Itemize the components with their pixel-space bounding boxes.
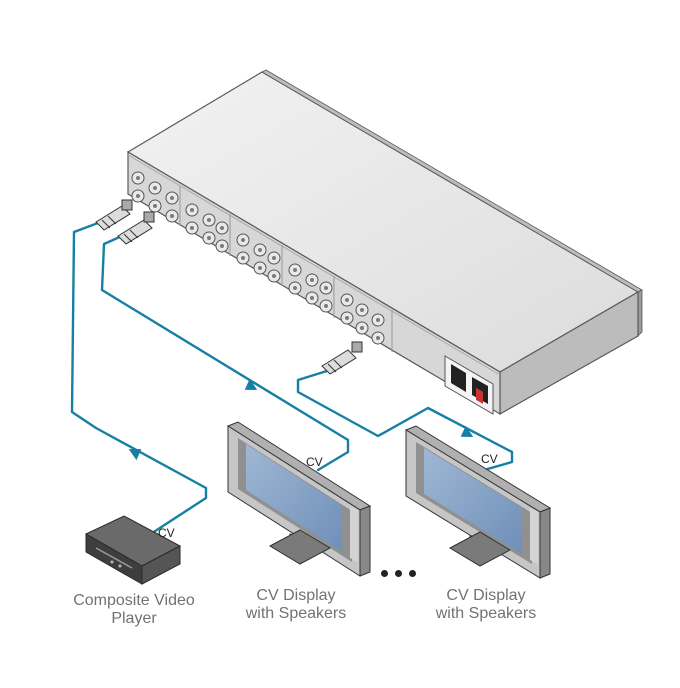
display-1-caption: CV Display with Speakers — [228, 587, 364, 623]
bnc-plug-output-2 — [321, 341, 363, 375]
display-2-caption: CV Display with Speakers — [418, 587, 554, 623]
power-inlet-icon — [444, 355, 494, 415]
cv-label-source: CV — [158, 526, 175, 540]
source-caption: Composite Video Player — [52, 592, 216, 628]
source-caption-line1: Composite Video — [73, 592, 195, 609]
cv-cable-output-2 — [296, 368, 514, 472]
bnc-plug-output-1 — [117, 211, 155, 245]
composite-video-player-icon — [84, 515, 182, 585]
display-2-caption-line1: CV Display — [446, 587, 526, 604]
cv-cable-input — [70, 212, 208, 539]
ellipsis-icon — [379, 568, 419, 580]
bnc-plug-input — [95, 199, 133, 231]
display-1-caption-line2: with Speakers — [245, 605, 347, 622]
cv-cable-output-1 — [100, 226, 350, 472]
cv-display-1-icon — [226, 421, 372, 577]
cv-display-2-icon — [404, 425, 552, 579]
source-caption-line2: Player — [111, 610, 157, 627]
distribution-amplifier-unit — [126, 69, 643, 416]
cv-label-display-2: CV — [481, 452, 498, 466]
display-1-caption-line1: CV Display — [256, 587, 336, 604]
cv-label-display-1: CV — [306, 455, 323, 469]
display-2-caption-line2: with Speakers — [435, 605, 537, 622]
